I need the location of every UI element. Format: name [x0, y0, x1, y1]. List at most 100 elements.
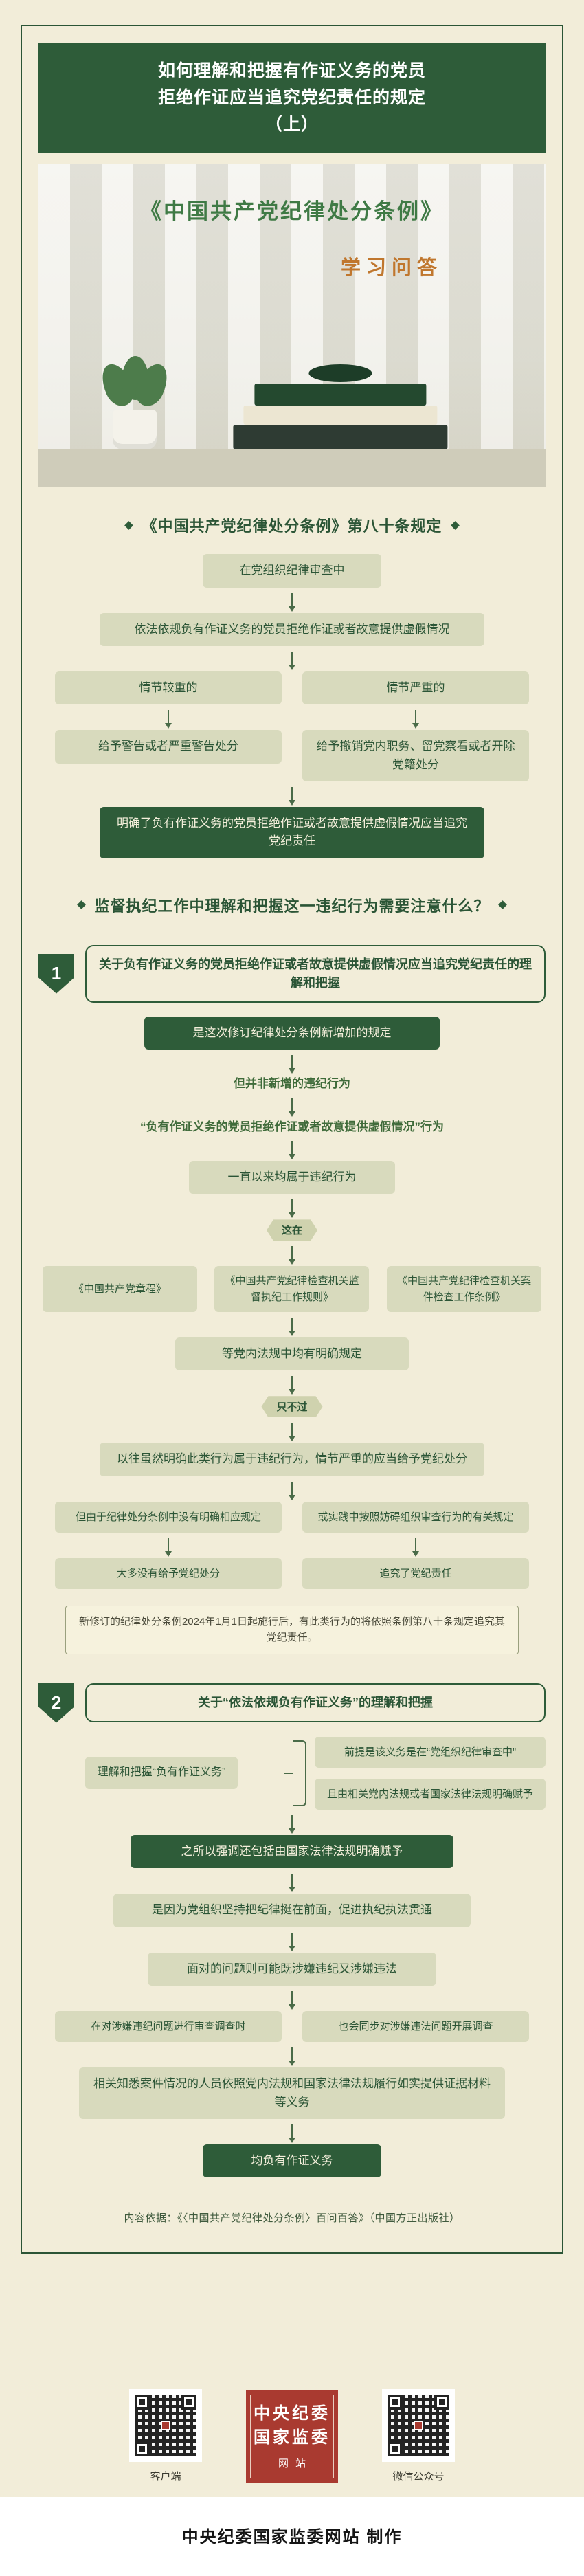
item2-parallel: 在对涉嫌违纪问题进行审查调查时 也会同步对涉嫌违法问题开展调查 [38, 2011, 546, 2043]
down-arrow-icon [289, 786, 295, 806]
section1-heading-row: 《中国共产党纪律处分条例》第八十条规定 [38, 514, 546, 536]
item2-premise2: 且由相关党内法规或者国家法律法规明确赋予 [314, 1778, 546, 1810]
ccdi-logo-line2: 国家监委 [254, 2429, 330, 2447]
section2-heading-row: 监督执纪工作中理解和把握这一违纪行为需要注意什么？ [38, 894, 546, 916]
down-arrow-icon [289, 1815, 295, 1834]
item1-branches: 但由于纪律处分条例中没有明确相应规定 大多没有给予党纪处分 或实践中按照妨碍组织… [38, 1501, 546, 1590]
regulation-supervision-rules: 《中国共产党纪律检查机关监督执纪工作规则》 [214, 1266, 370, 1312]
item2-block: 2 关于“依法依规负有作证义务”的理解和把握 理解和把握“负有作证义务” 前提是… [38, 1683, 546, 2178]
book-title: 《中国共产党纪律处分条例》 [140, 199, 444, 224]
diamond-deco-icon [124, 520, 134, 530]
item1-highlight: 是这次修订纪律处分条例新增加的规定 [144, 1016, 440, 1050]
item1-branch-left: 但由于纪律处分条例中没有明确相应规定 大多没有给予党纪处分 [55, 1501, 282, 1590]
item2-conclusion: 均负有作证义务 [203, 2144, 381, 2178]
book-illustration [233, 425, 448, 450]
flow-branch-left: 情节较重的 给予警告或者严重警告处分 [55, 671, 282, 781]
item2-grasp: 理解和把握“负有作证义务” [85, 1757, 238, 1790]
item2-reason2: 面对的问题则可能既涉嫌违纪又涉嫌违法 [148, 1952, 436, 1986]
qr-app-label: 客户端 [150, 2471, 181, 2483]
item1-always-violation: 一直以来均属于违纪行为 [189, 1161, 395, 1195]
ccdi-logo-line1: 中央纪委 [254, 2405, 330, 2423]
section2-heading: 监督执纪工作中理解和把握这一违纪行为需要注意什么？ [94, 897, 490, 915]
qr-app-wrap: 客户端 [129, 2389, 202, 2483]
item2-reason1: 是因为党组织坚持把纪律挺在前面，促进执纪执法贯通 [113, 1894, 471, 1927]
flow-step-review: 在党组织纪律审查中 [203, 554, 381, 588]
book-illustration [243, 406, 438, 425]
qr-finder-icon [388, 2395, 403, 2410]
qr-logo-icon [161, 2421, 170, 2430]
item2-parallel-left-box: 在对涉嫌违纪问题进行审查调查时 [55, 2011, 282, 2043]
qr-row: 客户端 中央纪委 国家监委 网站 微信公众号 [0, 2356, 584, 2497]
diamond-deco-icon [77, 900, 87, 910]
down-arrow-icon [289, 1246, 295, 1265]
down-arrow-icon [165, 1537, 172, 1557]
book-subtitle: 学习问答 [340, 257, 442, 280]
diamond-deco-icon [450, 520, 460, 530]
flow-condition-lighter: 情节较重的 [55, 671, 282, 705]
item2-wide: 相关知悉案件情况的人员依照党内法规和国家法律法规履行如实提供证据材料等义务 [79, 2067, 505, 2119]
item1-past-practice: 以往虽然明确此类行为属于违纪行为，情节严重的应当给予党纪处分 [100, 1443, 484, 1476]
item2-premise-list: 前提是该义务是在“党组织纪律审查中” 且由相关党内法规或者国家法律法规明确赋予 [314, 1736, 546, 1810]
item2-header: 2 关于“依法依规负有作证义务”的理解和把握 [38, 1683, 546, 1723]
down-arrow-icon [289, 651, 295, 670]
item1-final-note: 新修订的纪律处分条例2024年1月1日起施行后，有此类行为的将依照条例第八十条规… [65, 1606, 519, 1654]
book-cover-image: 《中国共产党纪律处分条例》 学习问答 [38, 164, 546, 487]
item2-parallel-right: 也会同步对涉嫌违法问题开展调查 [302, 2011, 529, 2043]
page-title-line1: 如何理解和把握有作证义务的党员 [157, 61, 426, 80]
flow-step-behavior: 依法依规负有作证义务的党员拒绝作证或者故意提供虚假情况 [100, 612, 484, 646]
qr-finder-icon [135, 2395, 150, 2410]
qr-pattern [135, 2395, 196, 2456]
item2-premises: 理解和把握“负有作证义务” 前提是该义务是在“党组织纪律审查中” 且由相关党内法… [38, 1736, 546, 1810]
down-arrow-icon [289, 1932, 295, 1951]
regulation-constitution: 《中国共产党章程》 [42, 1266, 197, 1312]
plant-pot-illustration [113, 410, 157, 450]
page-title-line2: 拒绝作证应当追究党纪责任的规定 [157, 87, 426, 107]
down-arrow-icon [289, 592, 295, 612]
down-arrow-icon [289, 1874, 295, 1893]
flow-branches: 情节较重的 给予警告或者严重警告处分 情节严重的 给予撤销党内职务、留党察看或者… [38, 671, 546, 781]
connector-zhezai: 这在 [267, 1219, 317, 1241]
item1-branch-right: 或实践中按照妨碍组织审查行为的有关规定 追究了党纪责任 [302, 1501, 529, 1590]
book-stack-illustration [230, 364, 450, 450]
down-arrow-icon [289, 1317, 295, 1336]
credit-line: 中央纪委国家监委网站 制作 [0, 2497, 584, 2576]
diamond-deco-icon [497, 900, 507, 910]
flow-condition-serious: 情节严重的 [302, 671, 529, 705]
book-illustration [254, 384, 427, 406]
item1-reg-note: 等党内法规中均有明确规定 [175, 1337, 409, 1371]
flowchart-article80: 在党组织纪律审查中 依法依规负有作证义务的党员拒绝作证或者故意提供虚假情况 情节… [38, 554, 546, 858]
ccdi-logo-line3: 网站 [278, 2458, 313, 2469]
item1-block: 1 关于负有作证义务的党员拒绝作证或者故意提供虚假情况应当追究党纪责任的理解和把… [38, 944, 546, 1654]
down-arrow-icon [289, 1376, 295, 1395]
plant-illustration [96, 356, 174, 411]
bowl-illustration [308, 364, 372, 383]
flow-result-expel: 给予撤销党内职务、留党察看或者开除党籍处分 [302, 730, 529, 781]
connector-zhibuguo: 只不过 [261, 1396, 322, 1417]
item1-title: 关于负有作证义务的党员拒绝作证或者故意提供虚假情况应当追究党纪责任的理解和把握 [85, 944, 546, 1003]
qr-wechat-wrap: 微信公众号 [382, 2389, 455, 2483]
down-arrow-icon [289, 1481, 295, 1500]
shield-number-icon: 2 [38, 1683, 74, 1723]
down-arrow-icon [412, 710, 419, 729]
qr-pattern [388, 2395, 449, 2456]
bracket-connector [292, 1740, 306, 1806]
qr-code-wechat-icon [382, 2389, 455, 2462]
source-note: 内容依据：《〈中国共产党纪律处分条例〉百问百答》（中国方正出版社） [124, 2212, 460, 2225]
down-arrow-icon [289, 2124, 295, 2143]
item1-right-top: 或实践中按照妨碍组织审查行为的有关规定 [302, 1501, 529, 1533]
flow-conclusion: 明确了负有作证义务的党员拒绝作证或者故意提供虚假情况应当追究党纪责任 [100, 806, 484, 858]
content-frame: 如何理解和把握有作证义务的党员 拒绝作证应当追究党纪责任的规定 （上） 《中国共… [21, 25, 563, 2254]
down-arrow-icon [165, 710, 172, 729]
qr-wechat-label: 微信公众号 [392, 2471, 445, 2483]
down-arrow-icon [289, 1991, 295, 2010]
qr-finder-icon [181, 2395, 196, 2410]
down-arrow-icon [289, 1199, 295, 1219]
regulation-boxes: 《中国共产党章程》 《中国共产党纪律检查机关监督执纪工作规则》 《中国共产党纪律… [38, 1266, 546, 1312]
flow-branch-right: 情节严重的 给予撤销党内职务、留党察看或者开除党籍处分 [302, 671, 529, 781]
item1-note: 但并非新增的违纪行为 [234, 1077, 350, 1090]
qr-code-app-icon [129, 2389, 202, 2462]
item1-left-bottom: 大多没有给予党纪处分 [55, 1557, 282, 1590]
down-arrow-icon [289, 1423, 295, 1442]
item1-quote: “负有作证义务的党员拒绝作证或者故意提供虚假情况”行为 [140, 1120, 444, 1133]
